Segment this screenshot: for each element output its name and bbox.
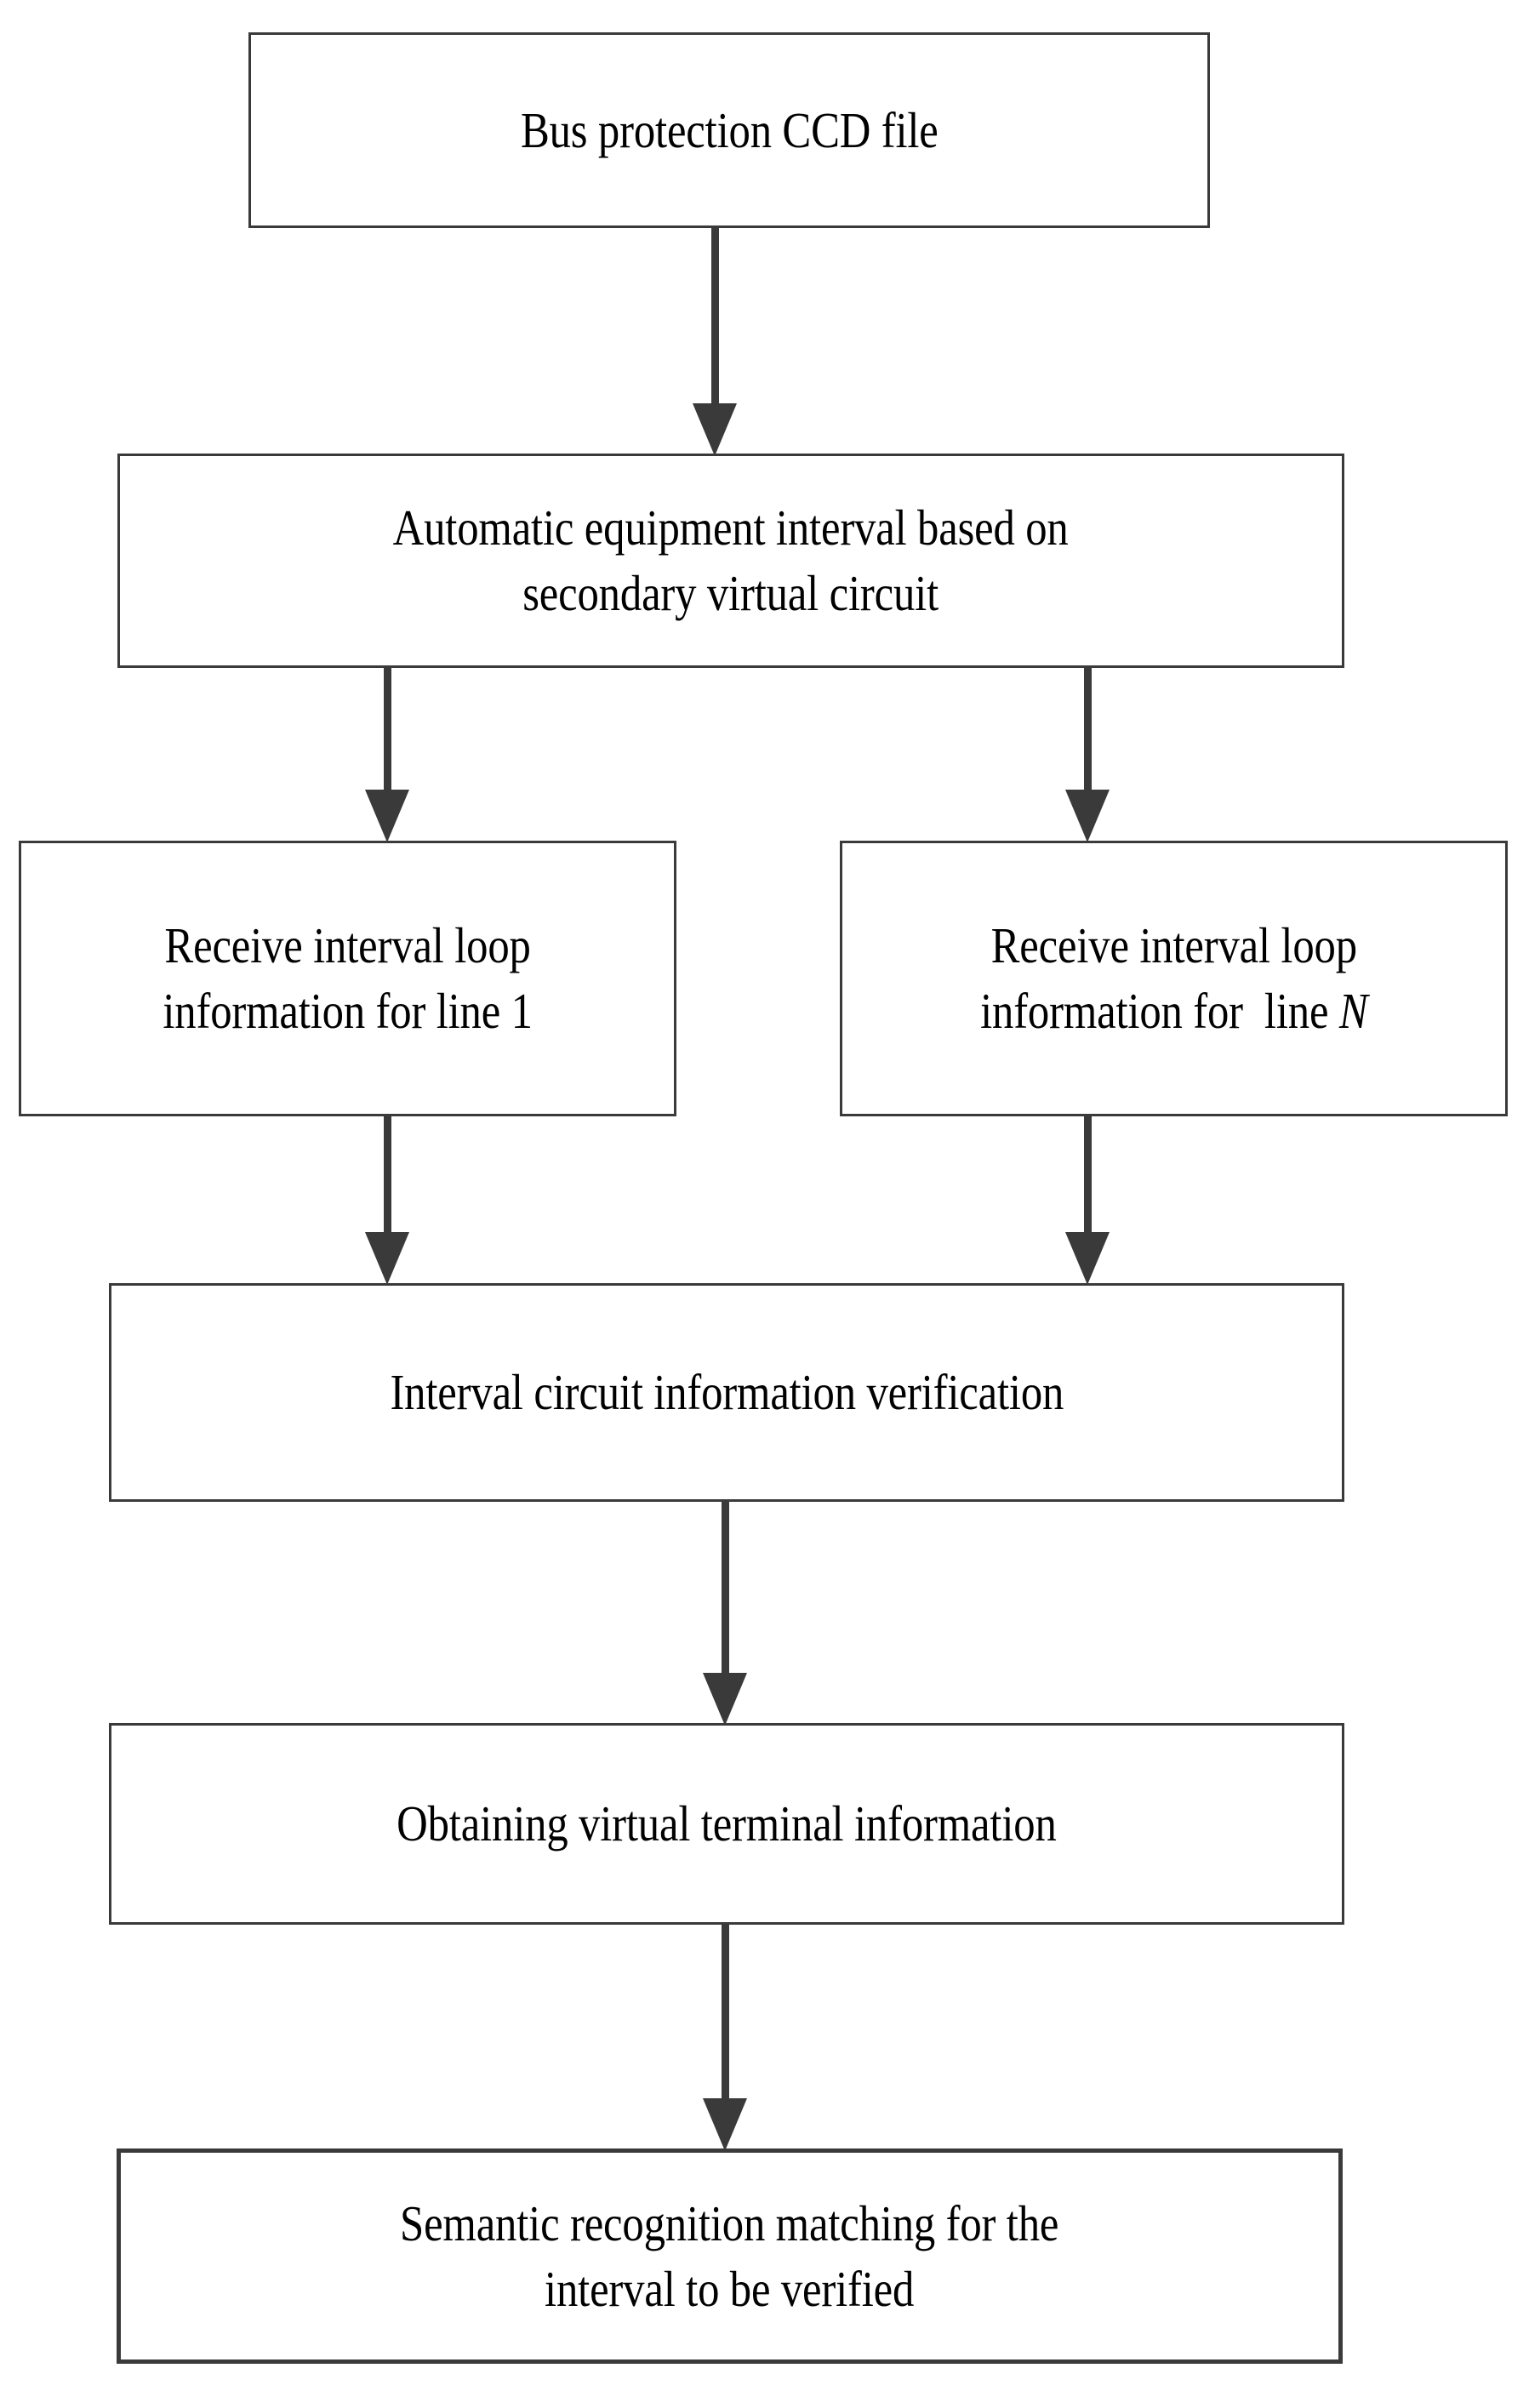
arrow-shaft xyxy=(384,667,391,790)
arrow-automatic-interval-to-receive-line-1 xyxy=(363,667,411,842)
arrow-shaft xyxy=(722,1499,729,1673)
node-receive-line-1[interactable]: Receive interval loop information for li… xyxy=(19,841,676,1116)
arrow-head xyxy=(703,1673,747,1726)
node-receive-line-n[interactable]: Receive interval loop information for li… xyxy=(840,841,1508,1116)
node-label: Receive interval loop information for li… xyxy=(163,917,533,1039)
arrow-head xyxy=(365,790,409,842)
node-label: Obtaining virtual terminal information xyxy=(397,1795,1057,1852)
arrow-head xyxy=(693,403,737,456)
arrow-shaft xyxy=(1084,667,1092,790)
node-semantic-matching[interactable]: Semantic recognition matching for the in… xyxy=(117,2148,1343,2364)
arrow-head xyxy=(703,2098,747,2151)
node-interval-verification[interactable]: Interval circuit information verificatio… xyxy=(109,1283,1344,1502)
arrow-head xyxy=(365,1232,409,1285)
node-automatic-interval[interactable]: Automatic equipment interval based on se… xyxy=(117,454,1344,668)
arrow-automatic-interval-to-receive-line-n xyxy=(1064,667,1111,842)
node-virtual-terminal[interactable]: Obtaining virtual terminal information xyxy=(109,1723,1344,1925)
node-label: Receive interval loop information for li… xyxy=(970,913,1378,1043)
arrow-interval-verification-to-virtual-terminal xyxy=(701,1499,749,1726)
arrow-shaft xyxy=(711,226,719,403)
node-label: Interval circuit information verificatio… xyxy=(390,1364,1064,1421)
node-label-prefix: Receive interval loop information for li… xyxy=(979,917,1357,1039)
arrow-shaft xyxy=(384,1113,391,1232)
arrow-receive-line-n-to-interval-verification xyxy=(1064,1113,1111,1285)
arrow-shaft xyxy=(1084,1113,1092,1232)
arrow-receive-line-1-to-interval-verification xyxy=(363,1113,411,1285)
node-ccd-file[interactable]: Bus protection CCD file xyxy=(248,32,1210,228)
arrow-head xyxy=(1065,1232,1110,1285)
arrow-ccd-file-to-automatic-interval xyxy=(691,226,739,456)
node-label-variable: N xyxy=(1338,983,1368,1039)
arrow-shaft xyxy=(722,1923,729,2098)
node-label: Semantic recognition matching for the in… xyxy=(400,2194,1059,2317)
arrow-head xyxy=(1065,790,1110,842)
arrow-virtual-terminal-to-semantic-matching xyxy=(701,1923,749,2151)
node-label: Bus protection CCD file xyxy=(520,101,939,158)
node-label: Automatic equipment interval based on se… xyxy=(393,499,1069,621)
